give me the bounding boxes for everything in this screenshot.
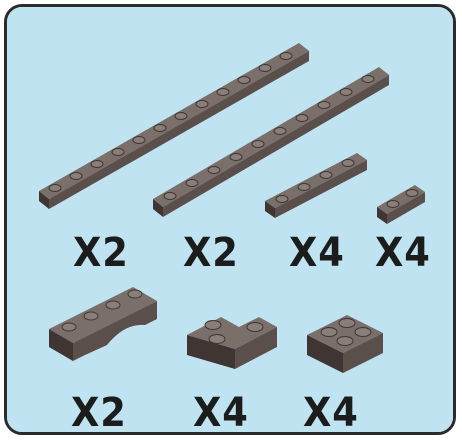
parts-illustration [7, 7, 453, 432]
quantity-label: X4 [289, 233, 345, 273]
parts-list-panel: X2 X2 X4 X4 X2 X4 X4 [4, 4, 456, 435]
quantity-label: X4 [375, 233, 431, 273]
quantity-label: X4 [303, 393, 359, 433]
quantity-label: X4 [193, 393, 249, 433]
quantity-label: X2 [71, 393, 127, 433]
quantity-label: X2 [73, 233, 129, 273]
quantity-label: X2 [183, 233, 239, 273]
